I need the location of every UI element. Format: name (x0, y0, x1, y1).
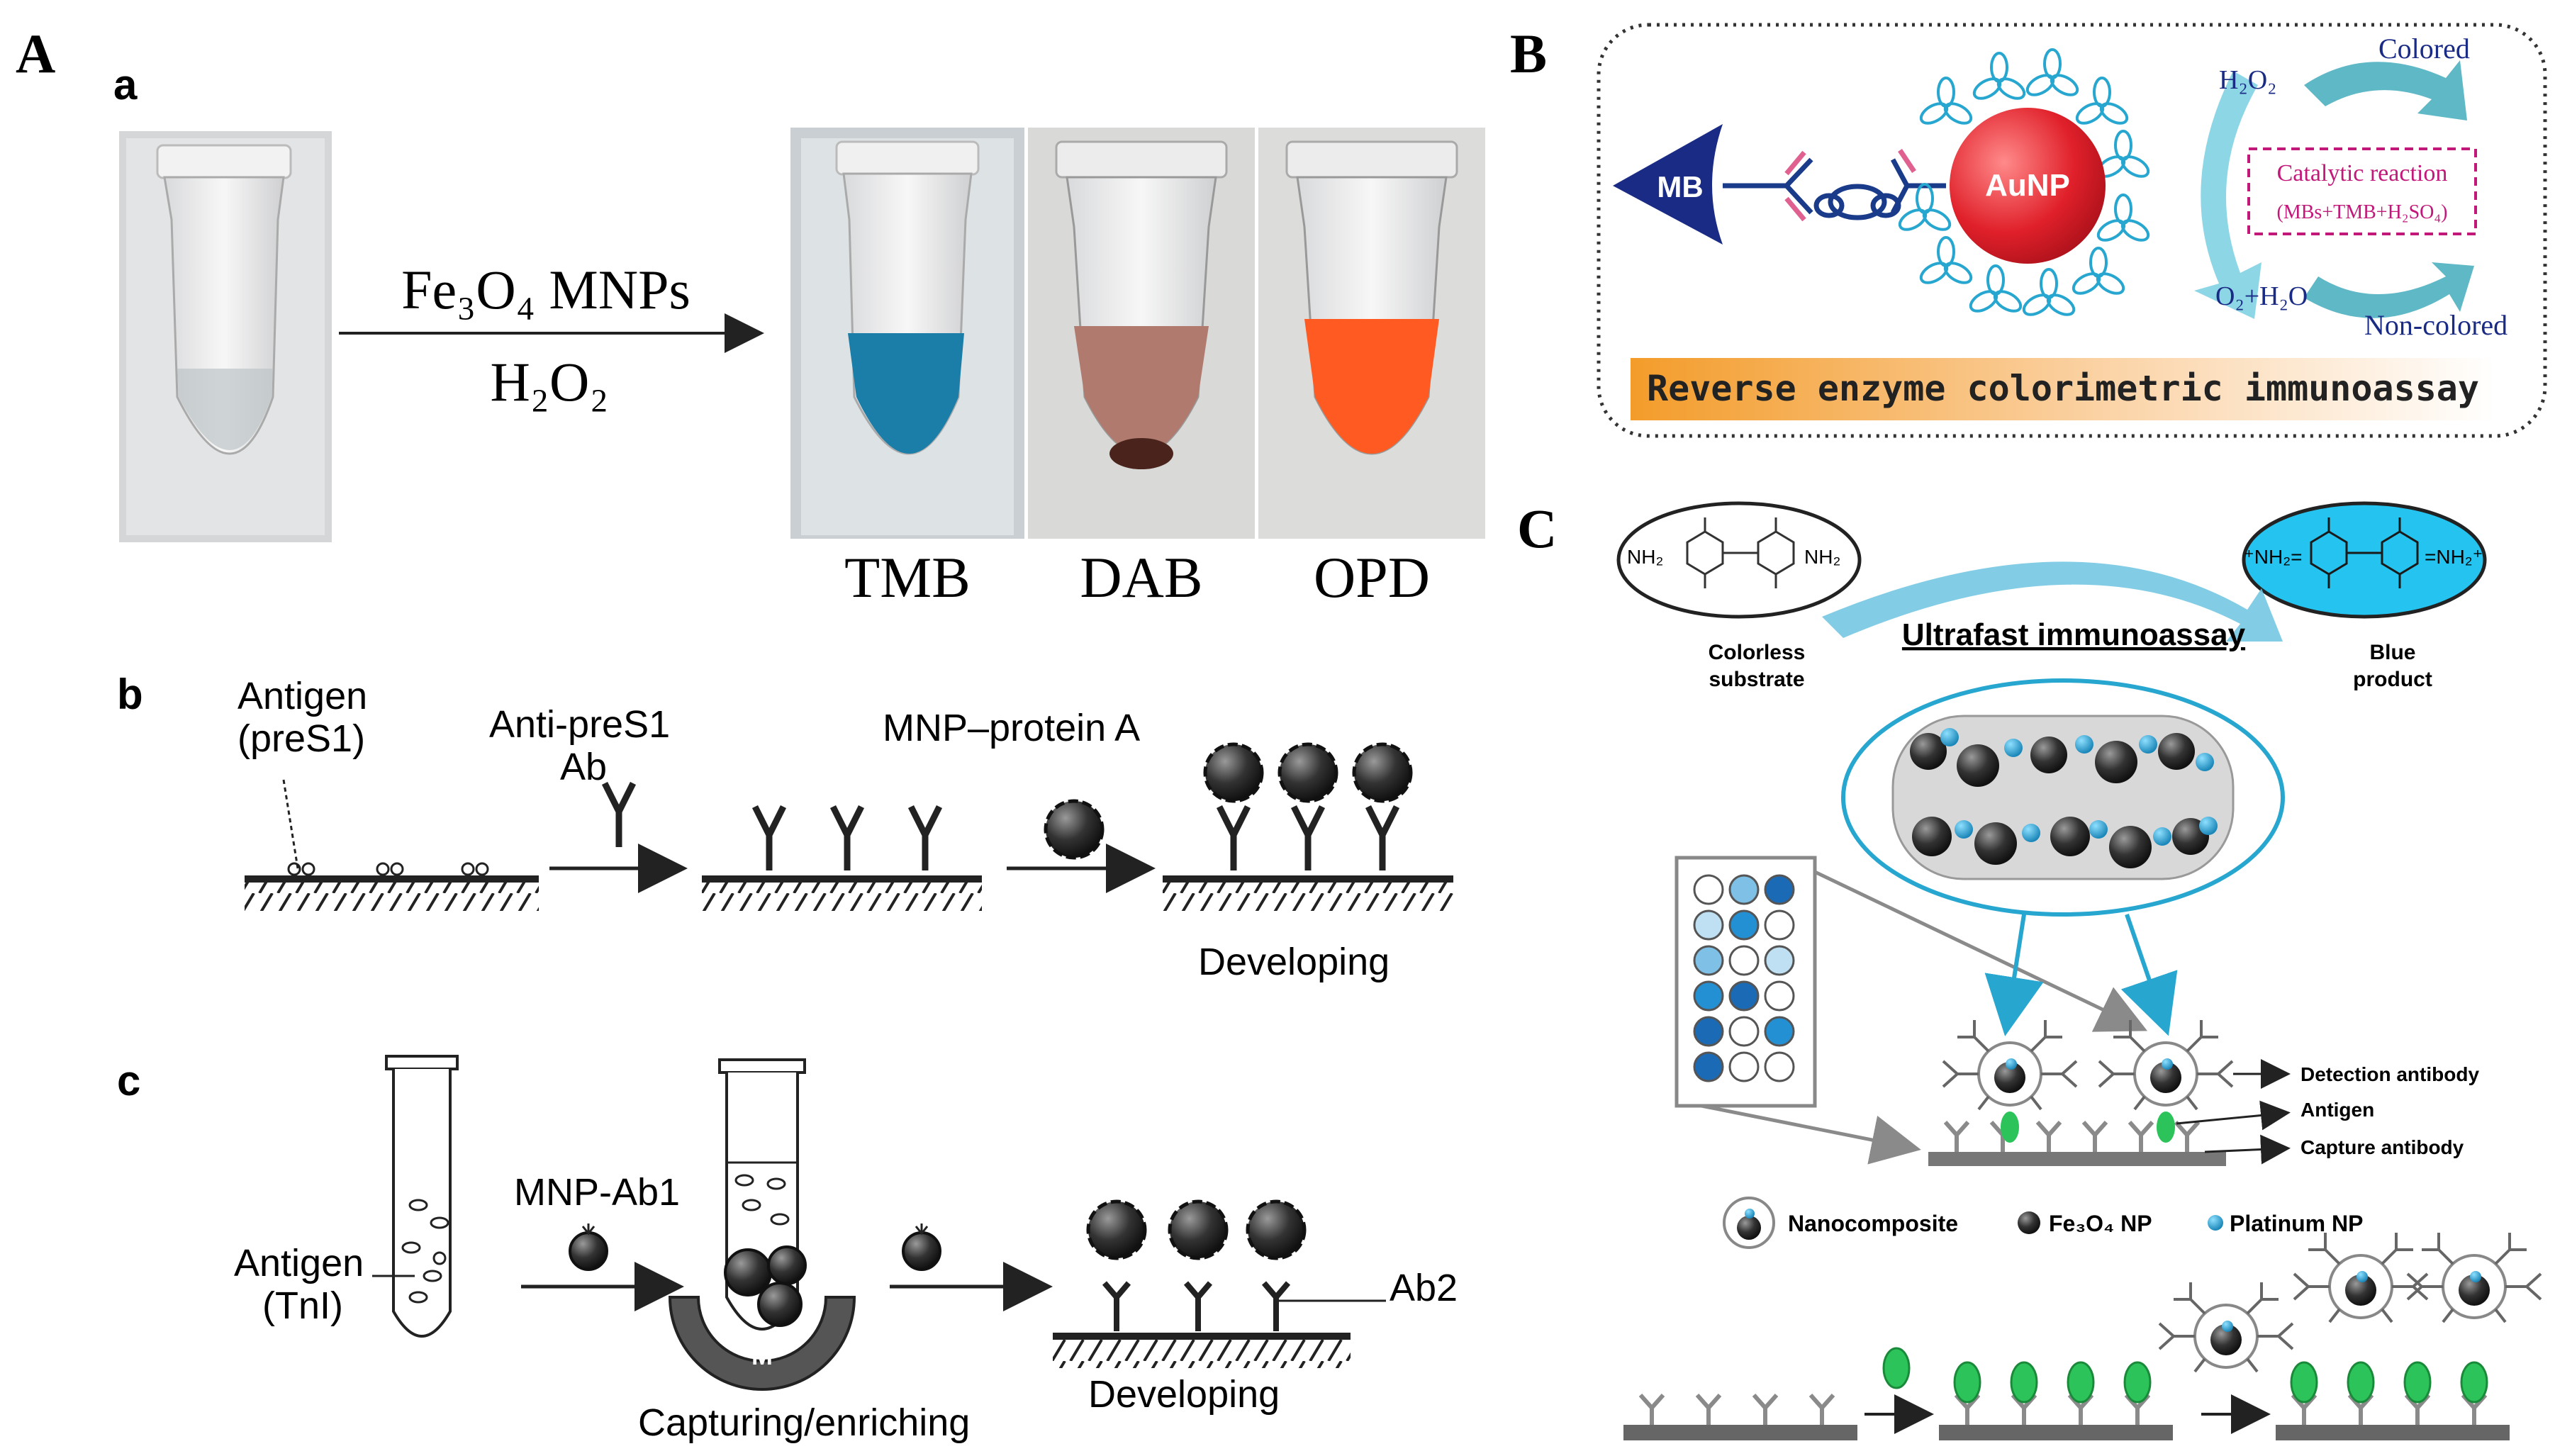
c-pointer-lines (1701, 870, 2178, 1165)
c-nh2-left: NH₂ (1627, 546, 1663, 568)
well-plate (1675, 856, 1817, 1108)
c-detection-label: Detection antibody (2300, 1063, 2479, 1085)
c-mnp-ab1-label: MNP-Ab1 (514, 1171, 680, 1214)
legend-fe3o4: Fe₃O₄ NP (2049, 1211, 2152, 1236)
c-blue-line2: product (2353, 668, 2432, 691)
c-arrow-1 (521, 1223, 684, 1311)
panel-B-letter: B (1510, 23, 1547, 84)
reagent-h2o2-label: H₂O₂ (490, 351, 608, 413)
mb-bead (1613, 124, 1723, 245)
c-colorless-line1: Colorless (1709, 641, 1806, 664)
opd-tube-photo (1258, 128, 1485, 539)
b-mnp-protein-label: MNP–protein A (883, 707, 1140, 749)
c-nh2-blue-right: =NH₂⁺ (2425, 546, 2483, 568)
panel-A-letter: A (16, 23, 55, 84)
c-antigen-label: Antigen (2300, 1099, 2374, 1121)
b-arrow-1 (549, 783, 688, 893)
c-arrow-2 (890, 1223, 1053, 1311)
dab-tube-photo (1028, 128, 1255, 539)
subpanel-a-letter: a (113, 61, 138, 108)
c-developing-label: Developing (1088, 1373, 1280, 1416)
subpanel-c-letter: c (117, 1057, 140, 1104)
c-antigen-line1: Antigen (234, 1242, 364, 1284)
b-arrow-2 (1007, 801, 1156, 893)
tube-label-opd: OPD (1314, 545, 1430, 610)
c-colorless-line2: substrate (1709, 668, 1804, 691)
c-ab2-label: Ab2 (1390, 1267, 1458, 1309)
c-surface (1053, 1202, 1386, 1368)
tube-label-tmb: TMB (844, 545, 971, 610)
aunp-label: AuNP (1985, 168, 2070, 203)
blue-product-molecule (2242, 501, 2487, 619)
panel-C-letter: C (1517, 498, 1557, 559)
c-test-tube-1 (372, 1055, 459, 1338)
empty-tube-photo (119, 131, 332, 542)
catalytic-arrows (2194, 60, 2474, 319)
antibody-chain (1723, 149, 1946, 222)
catalytic-title: Catalytic reaction (2277, 160, 2448, 186)
reagent-fe3o4-label: Fe₃O₄ MNPs (401, 259, 691, 320)
b-banner-text: Reverse enzyme colorimetric immunoassay (1647, 368, 2479, 409)
tube-label-dab: DAB (1080, 545, 1202, 610)
b-surface-3 (1163, 744, 1453, 911)
b-surface-1 (245, 779, 539, 911)
c-blue-line1: Blue (2369, 641, 2415, 664)
nanocomposite-zoom (1841, 678, 2285, 917)
colorless-substrate-molecule (1616, 501, 1862, 619)
b-antibody-line2: Ab (560, 746, 607, 788)
b-o2h2o-label: O₂+H₂O (2215, 281, 2308, 311)
b-banner (1631, 358, 2495, 420)
catalytic-formula: (MBs+TMB+H₂SO₄) (2277, 201, 2448, 223)
b-surface-2 (702, 807, 982, 911)
c-title: Ultrafast immunoassay (1902, 617, 2246, 652)
c-nh2-right: NH₂ (1804, 546, 1840, 568)
mb-label: MB (1657, 170, 1703, 203)
catalytic-box (2247, 147, 2477, 235)
b-developing-label: Developing (1198, 941, 1390, 983)
c-legend (1723, 1197, 2223, 1249)
c-capturing-label: Capturing/enriching (638, 1401, 970, 1444)
c-nh2-blue-left: ⁺NH₂= (2244, 546, 2302, 568)
b-antigen-line2: (preS1) (237, 717, 365, 760)
legend-platinum: Platinum NP (2230, 1211, 2363, 1236)
tmb-tube-photo (790, 128, 1024, 539)
b-antibody-line1: Anti-preS1 (489, 703, 670, 746)
subpanel-b-letter: b (117, 671, 143, 718)
aunp-cluster (1895, 48, 2153, 320)
legend-nanocomposite: Nanocomposite (1788, 1211, 1958, 1236)
b-antigen-line1: Antigen (237, 675, 367, 717)
b-noncolored-label: Non-colored (2364, 309, 2508, 341)
conversion-arrow (1822, 561, 2283, 642)
b-colored-label: Colored (2378, 33, 2470, 65)
c-workflow-row (1623, 1231, 2542, 1440)
c-capture-label: Capture antibody (2300, 1136, 2464, 1158)
c-assay-surface (1928, 1019, 2291, 1166)
c-antigen-line2: (TnI) (262, 1284, 343, 1327)
magnet-label: M (751, 1341, 773, 1370)
c-test-tube-magnet: M (668, 1058, 856, 1391)
b-h2o2-label: H₂O₂ (2219, 65, 2276, 95)
